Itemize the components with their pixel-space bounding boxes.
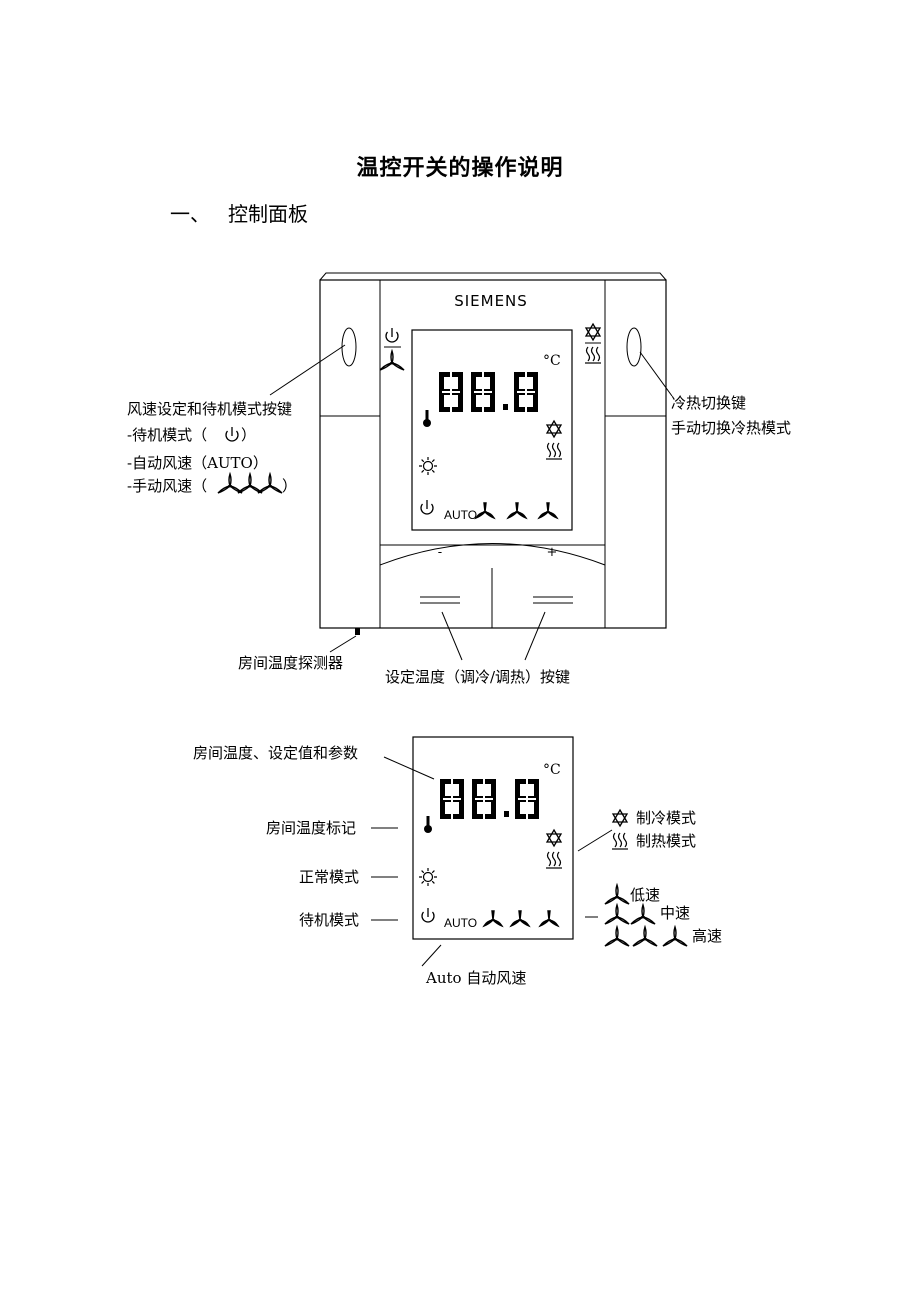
inline-power-icon bbox=[225, 426, 239, 442]
detail-unit-label: °C bbox=[543, 762, 561, 778]
section-heading-text: 控制面板 bbox=[228, 202, 308, 226]
high-speed-label: 高速 bbox=[692, 927, 722, 945]
standby-fan-key-icon bbox=[379, 327, 405, 371]
fan-high-icon bbox=[538, 502, 558, 519]
plus-label: + bbox=[547, 545, 558, 560]
fan-mid-icon bbox=[507, 502, 527, 519]
detail-sun-icon bbox=[418, 867, 438, 887]
room-temp-setpoint-label: 房间温度、设定值和参数 bbox=[193, 744, 358, 762]
manual-fan-label-end: ） bbox=[282, 477, 297, 495]
digit-readout bbox=[439, 372, 538, 412]
switch-key-label: 冷热切换键 bbox=[671, 394, 746, 412]
heat-cool-switch-button[interactable] bbox=[626, 327, 642, 367]
thermometer-icon bbox=[423, 410, 431, 427]
heating-icon bbox=[545, 442, 563, 460]
manual-switch-label: 手动切换冷热模式 bbox=[671, 419, 791, 437]
heating-mode-label: 制热模式 bbox=[636, 832, 696, 850]
high-speed-legend-icon-2 bbox=[632, 926, 658, 947]
auto-fan-label: -自动风速（AUTO） bbox=[127, 454, 268, 472]
snowflake-icon bbox=[546, 420, 562, 438]
detail-thermometer-icon bbox=[424, 816, 432, 833]
inline-fan-high-icon bbox=[257, 473, 283, 494]
unit-label: °C bbox=[543, 353, 561, 369]
mid-speed-legend-icon-1 bbox=[604, 904, 630, 925]
detail-digit-readout bbox=[440, 779, 539, 819]
auto-fan-detail-label: Auto 自动风速 bbox=[425, 969, 526, 987]
detail-heating-icon bbox=[545, 851, 563, 869]
room-sensor-marker bbox=[355, 628, 360, 635]
setpoint-key-label: 设定温度（调冷/调热）按键 bbox=[385, 668, 570, 686]
sun-icon bbox=[418, 456, 438, 476]
mid-speed-label: 中速 bbox=[660, 904, 690, 922]
temp-down-button[interactable] bbox=[420, 596, 460, 604]
inline-fan-mid-icon bbox=[237, 473, 263, 494]
standby-mode-detail-label: 待机模式 bbox=[299, 911, 359, 929]
thermostat-panel bbox=[319, 272, 667, 635]
cooling-legend-icon bbox=[612, 809, 628, 827]
room-sensor-label: 房间温度探测器 bbox=[238, 654, 343, 672]
detail-auto-label: AUTO bbox=[444, 916, 477, 930]
manual-fan-label: -手动风速（ bbox=[127, 477, 207, 495]
detail-fan-high-icon bbox=[539, 910, 559, 927]
minus-label: - bbox=[438, 545, 442, 560]
snow-heat-key-icon bbox=[584, 323, 602, 364]
panel-leader-lines bbox=[269, 344, 673, 661]
detail-fan-mid-icon bbox=[510, 910, 530, 927]
high-speed-legend-icon-1 bbox=[604, 926, 630, 947]
panel-lcd-display bbox=[411, 329, 573, 531]
standby-mode-label: -待机模式（ bbox=[127, 426, 207, 444]
section-number: 一、 bbox=[170, 202, 210, 226]
temp-up-button[interactable] bbox=[533, 596, 573, 604]
fan-standby-key-label: 风速设定和待机模式按键 bbox=[127, 400, 292, 418]
detail-snowflake-icon bbox=[546, 829, 562, 847]
heating-legend-icon bbox=[611, 832, 629, 850]
low-speed-label: 低速 bbox=[630, 886, 660, 904]
section-heading: 一、控制面板 bbox=[170, 198, 308, 227]
brand-logo: SIEMENS bbox=[454, 292, 528, 310]
mid-speed-legend-icon-2 bbox=[630, 904, 656, 925]
room-temp-mark-label: 房间温度标记 bbox=[266, 819, 356, 837]
auto-label: AUTO bbox=[444, 508, 477, 522]
power-icon bbox=[420, 499, 434, 515]
fan-standby-button[interactable] bbox=[341, 327, 357, 367]
low-speed-legend-icon bbox=[604, 884, 630, 905]
normal-mode-label: 正常模式 bbox=[299, 868, 359, 886]
cooling-mode-label: 制冷模式 bbox=[636, 809, 696, 827]
inline-fan-low-icon bbox=[217, 473, 243, 494]
detail-power-icon bbox=[421, 907, 435, 923]
detail-lcd-display bbox=[412, 736, 574, 940]
fan-low-icon bbox=[475, 502, 495, 519]
detail-leader-lines bbox=[371, 756, 613, 967]
document-title: 温控开关的操作说明 bbox=[356, 155, 564, 181]
standby-mode-label-end: ） bbox=[241, 426, 256, 444]
high-speed-legend-icon-3 bbox=[662, 926, 688, 947]
detail-fan-low-icon bbox=[483, 910, 503, 927]
